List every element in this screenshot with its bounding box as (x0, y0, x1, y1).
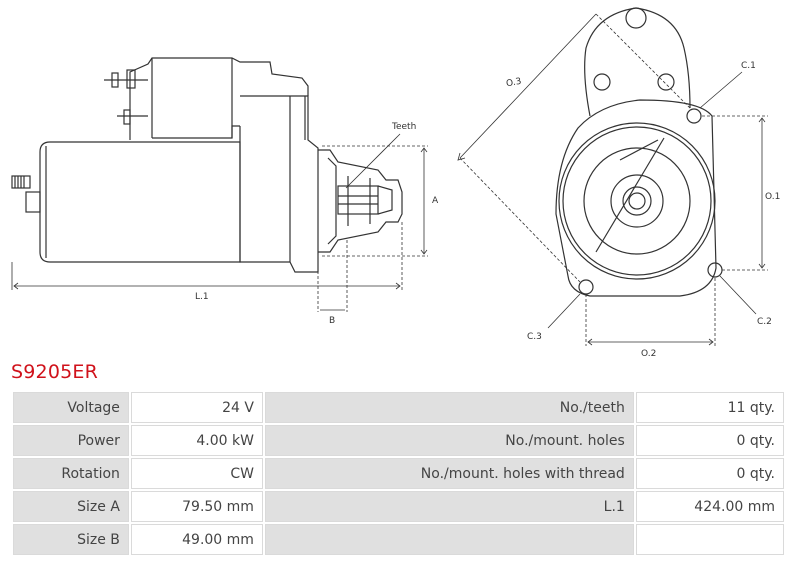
spec-value: CW (130, 458, 263, 489)
spec-value: 24 V (130, 392, 263, 423)
label-c2: C.2 (757, 317, 772, 327)
label-b: B (329, 316, 335, 326)
spec-value: 4.00 kW (130, 425, 263, 456)
label-o3: O.3 (505, 77, 522, 90)
spec-table: Voltage 24 V No./teeth 11 qty. Power 4.0… (11, 390, 786, 557)
spec-row: Rotation CW No./mount. holes with thread… (13, 458, 784, 489)
label-a: A (432, 196, 439, 206)
label-c1: C.1 (741, 61, 756, 71)
spec-value (635, 524, 784, 555)
spec-label (264, 524, 634, 555)
spec-row: Voltage 24 V No./teeth 11 qty. (13, 392, 784, 423)
spec-value: 424.00 mm (635, 491, 784, 522)
spec-label: Size A (13, 491, 129, 522)
label-o2: O.2 (641, 349, 656, 359)
spec-label: Rotation (13, 458, 129, 489)
spec-label: Size B (13, 524, 129, 555)
spec-value: 49.00 mm (130, 524, 263, 555)
spec-value: 0 qty. (635, 458, 784, 489)
starter-front-view (555, 7, 723, 297)
starter-side-view (11, 57, 403, 273)
product-code: S9205ER (11, 361, 99, 383)
spec-label: No./teeth (264, 392, 634, 423)
spec-label: L.1 (264, 491, 634, 522)
label-teeth: Teeth (391, 122, 416, 132)
spec-row: Size B 49.00 mm (13, 524, 784, 555)
spec-value: 79.50 mm (130, 491, 263, 522)
spec-value: 11 qty. (635, 392, 784, 423)
label-l1: L.1 (195, 292, 209, 302)
spec-label: Power (13, 425, 129, 456)
spec-label: No./mount. holes (264, 425, 634, 456)
spec-row: Size A 79.50 mm L.1 424.00 mm (13, 491, 784, 522)
label-c3: C.3 (527, 332, 542, 342)
technical-drawing: Teeth A B L.1 O.1 O.2 O.3 C.1 C.2 C.3 (11, 7, 780, 359)
spec-value: 0 qty. (635, 425, 784, 456)
spec-label: Voltage (13, 392, 129, 423)
label-o1: O.1 (765, 192, 780, 202)
spec-row: Power 4.00 kW No./mount. holes 0 qty. (13, 425, 784, 456)
spec-label: No./mount. holes with thread (264, 458, 634, 489)
